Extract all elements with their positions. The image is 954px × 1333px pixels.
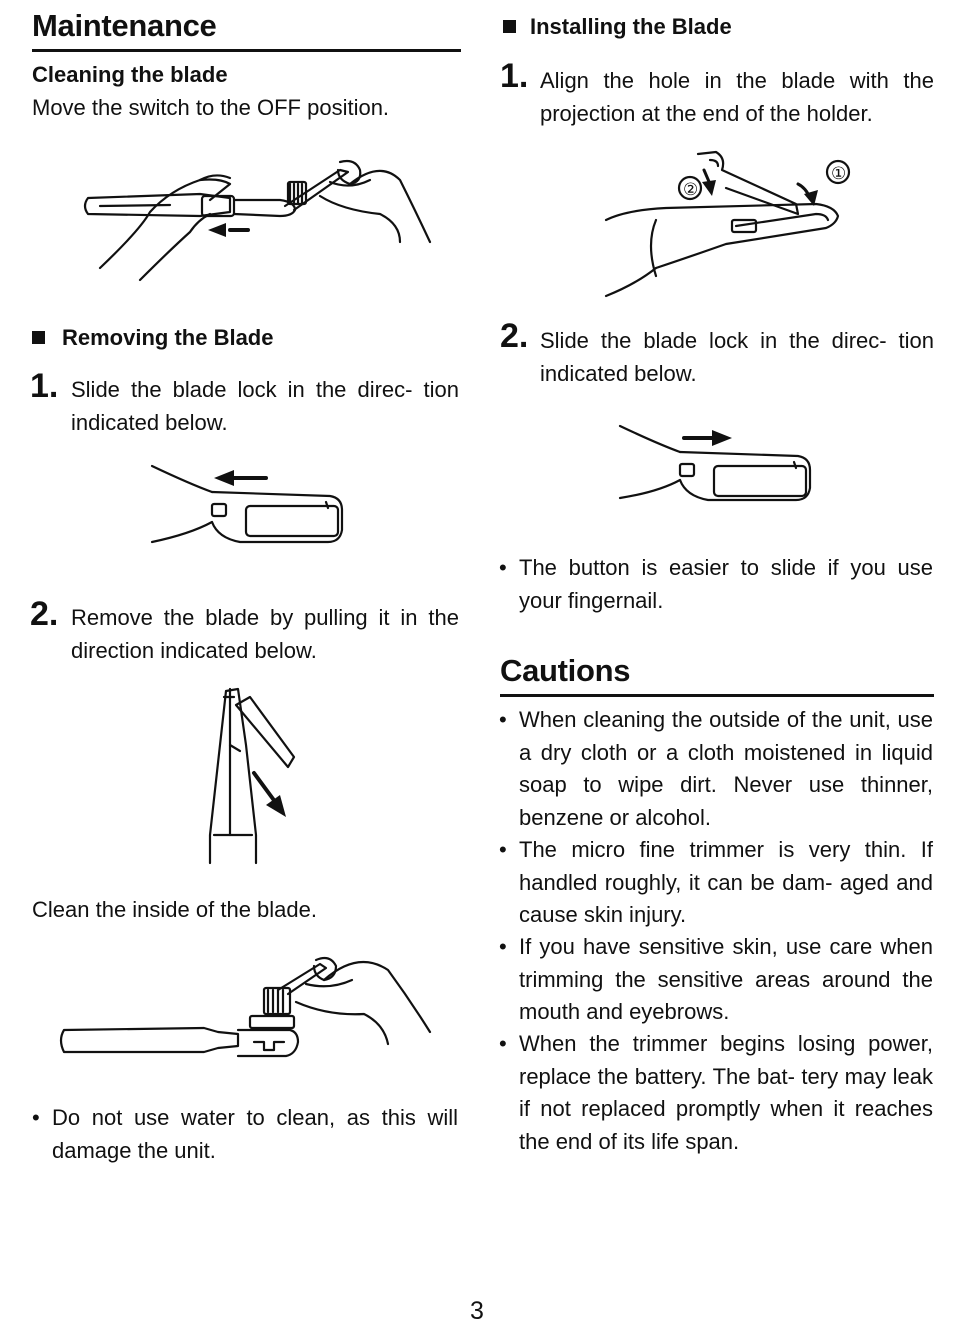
note-text: Do not use water to clean, as this will … [52,1105,458,1163]
bullet-dot: • [499,837,507,862]
installing-square-icon [503,20,516,33]
caution-text: When the trimmer begins losing power, re… [519,1031,933,1154]
caution-text: When cleaning the outside of the unit, u… [519,707,933,830]
label-one: ① [831,164,846,184]
label-two: ② [683,180,698,200]
removing-step1-number: 1. [30,367,59,405]
bullet-dot: • [499,707,507,732]
tip-bullet: • The button is easier to slide if you u… [499,552,933,617]
caution-item: • If you have sensitive skin, use care w… [499,931,933,1029]
caution-text: If you have sensitive skin, use care whe… [519,934,933,1024]
removing-title: Removing the Blade [62,325,274,350]
note-bullet: • Do not use water to clean, as this wil… [32,1102,458,1167]
install-lock-figure [618,424,812,502]
maintenance-heading: Maintenance [32,8,217,43]
removing-step2-text: Remove the blade by pulling it in the di… [71,605,459,663]
caution-text: The micro fine trimmer is very thin. If … [519,837,933,927]
removing-step1-text: Slide the blade lock in the direc- tion … [71,377,459,435]
maintenance-rule [32,49,461,52]
installing-step2-text: Slide the blade lock in the direc- tion … [540,328,934,386]
caution-item: • When the trimmer begins losing power, … [499,1028,933,1158]
clean-inside-text: Clean the inside of the blade. [32,897,317,922]
bullet-dot: • [499,555,507,580]
removing-square-icon [32,331,45,344]
remove-pull-figure [208,687,296,865]
cleaning-title: Cleaning the blade [32,62,228,87]
tip-text: The button is easier to slide if you use… [519,555,933,613]
bullet-dot: • [499,1031,507,1056]
page-number: 3 [470,1297,484,1325]
bullet-dot: • [499,934,507,959]
bullet-dot: • [32,1105,40,1130]
install-align-figure: ② ① [604,150,851,298]
installing-step1-text: Align the hole in the blade with the pro… [540,68,934,126]
cleaning-text: Move the switch to the OFF position. [32,95,390,120]
remove-lock-figure [150,464,344,544]
installing-title: Installing the Blade [530,14,732,39]
cautions-rule [500,694,934,697]
caution-item: • The micro fine trimmer is very thin. I… [499,834,933,932]
installing-step2-number: 2. [500,317,529,355]
installing-step1-number: 1. [500,57,529,95]
caution-item: • When cleaning the outside of the unit,… [499,704,933,834]
clean-inside-figure [59,956,432,1058]
cautions-heading: Cautions [500,653,631,688]
removing-step2-number: 2. [30,595,59,633]
cleaning-figure [83,159,432,282]
